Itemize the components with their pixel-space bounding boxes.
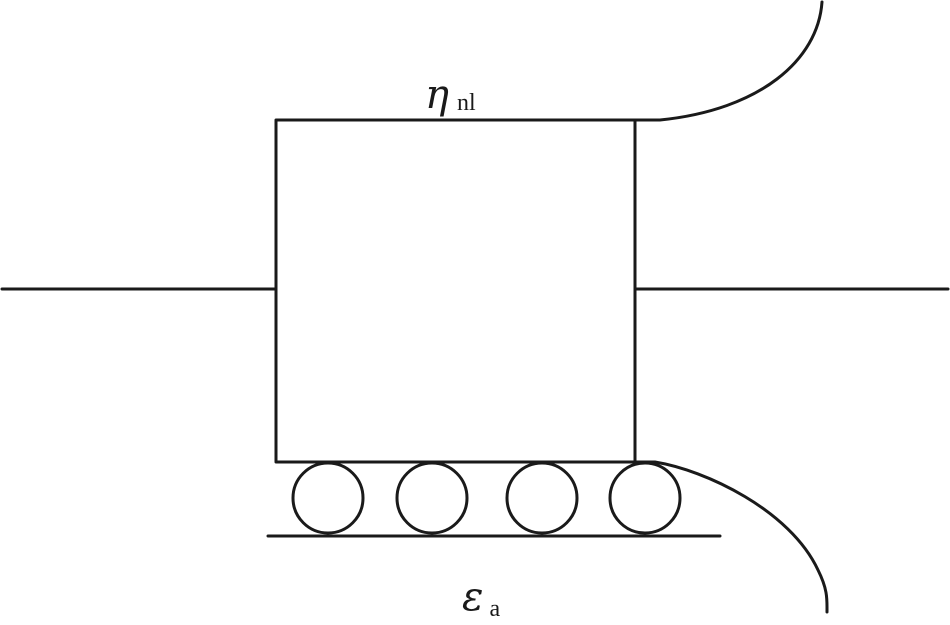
- roller: [505, 461, 579, 535]
- block: [274, 118, 637, 464]
- top-label: η nl: [425, 72, 476, 118]
- roller: [395, 461, 469, 535]
- bottom-label-symbol: ε: [462, 574, 483, 620]
- top-label-symbol: η: [425, 72, 449, 118]
- top-label-subscript: nl: [457, 90, 476, 116]
- roller: [608, 461, 682, 535]
- rollers: [291, 461, 682, 535]
- lower-curve: [633, 460, 829, 614]
- bottom-label: ε a: [462, 574, 500, 622]
- upper-curve: [633, 0, 824, 122]
- bottom-label-subscript: a: [489, 596, 500, 622]
- roller: [291, 461, 365, 535]
